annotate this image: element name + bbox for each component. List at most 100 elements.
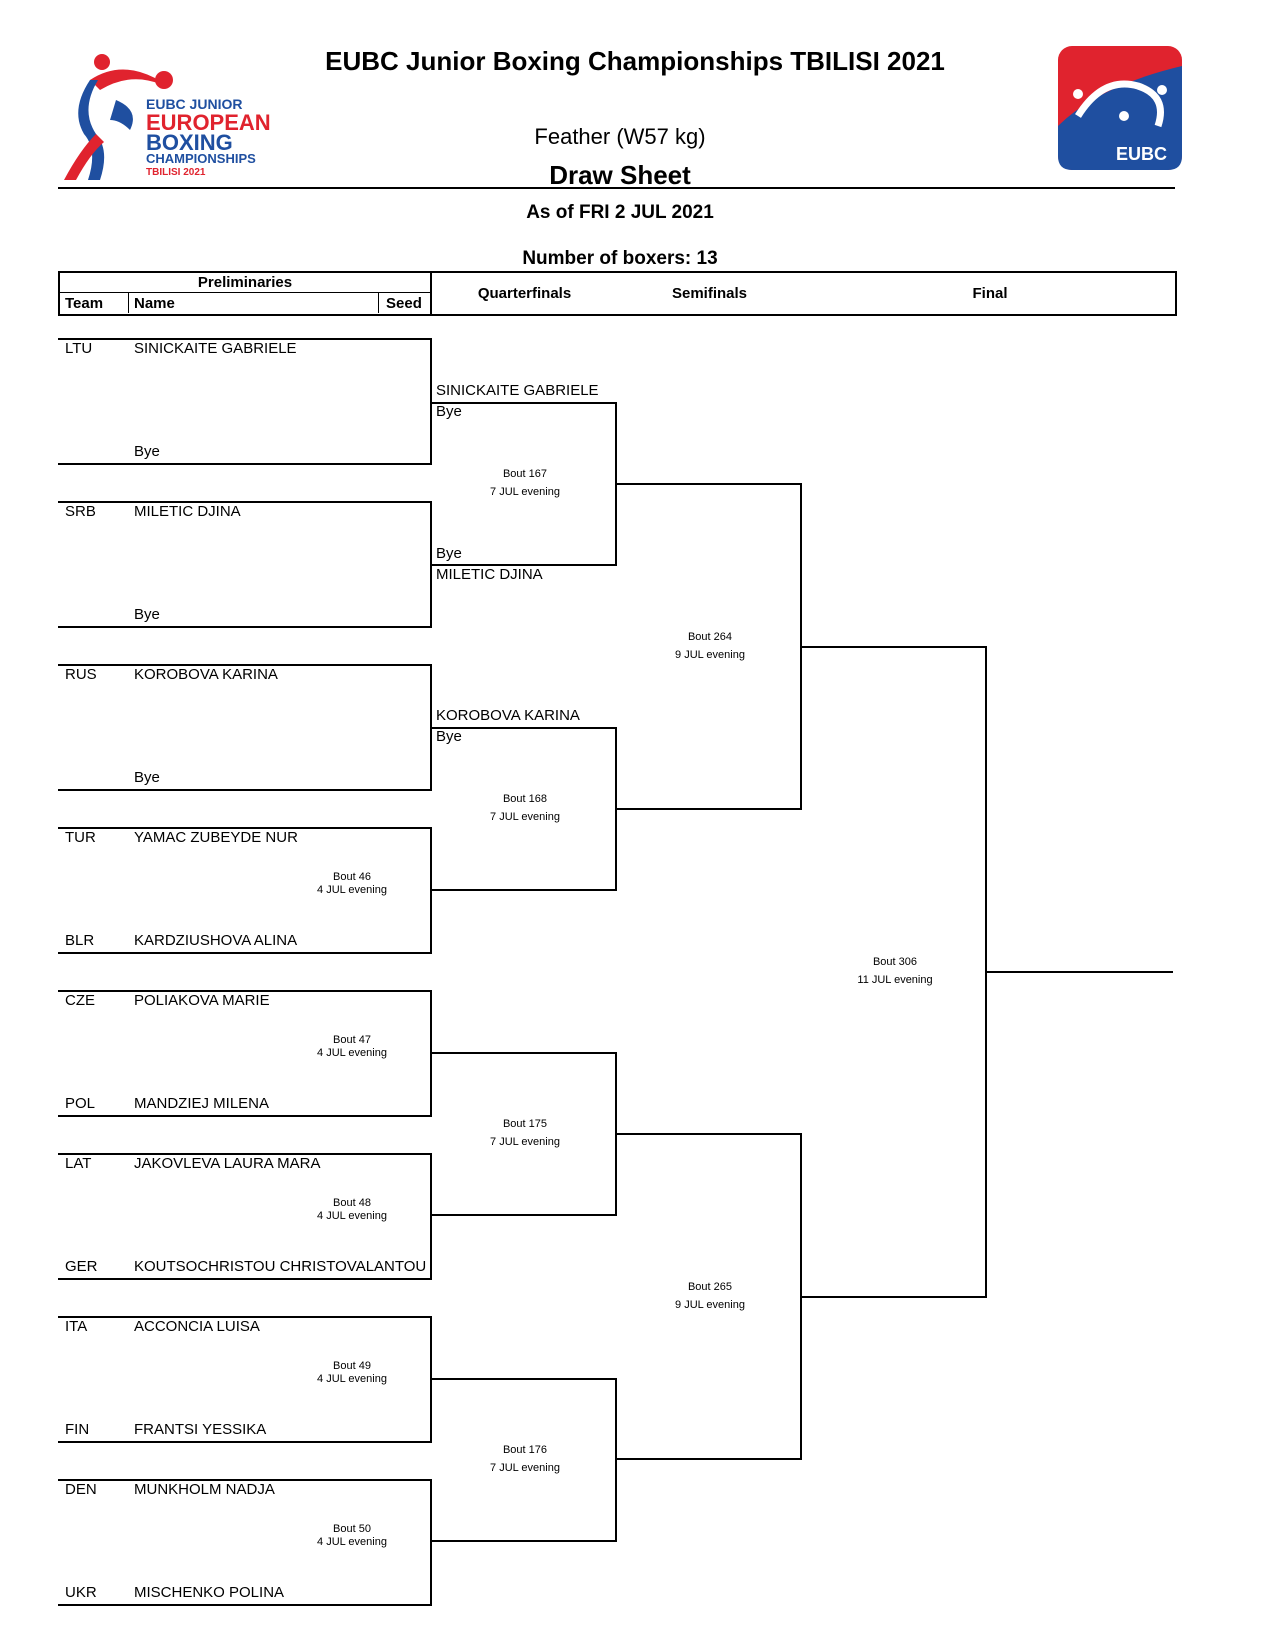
page-title: EUBC Junior Boxing Championships TBILISI… xyxy=(325,46,945,76)
bracket-line xyxy=(58,952,432,954)
qf-bottom-name: MILETIC DJINA xyxy=(436,566,543,583)
bracket-line xyxy=(58,463,432,465)
sf-bout-number: Bout 265 xyxy=(687,1280,733,1293)
prelim-top-team: DEN xyxy=(65,1481,97,1498)
prelim-bottom-team: GER xyxy=(65,1258,98,1275)
bracket-line xyxy=(430,338,432,465)
bracket-line xyxy=(615,1378,617,1542)
bracket-line xyxy=(800,646,987,648)
boxer-figure-icon xyxy=(64,54,173,180)
prelim-bout-date: 4 JUL evening xyxy=(317,1209,387,1222)
prelim-top-team: TUR xyxy=(65,829,96,846)
eubc-logo: EUBC xyxy=(1058,46,1182,170)
prelim-bottom-name: Bye xyxy=(134,443,160,460)
prelim-bottom-team: UKR xyxy=(65,1584,97,1601)
sf-bout-date: 9 JUL evening xyxy=(675,1298,745,1311)
qf-top-name: SINICKAITE GABRIELE xyxy=(436,382,599,399)
seed-header: Seed xyxy=(386,295,422,312)
prelim-top-name: KOROBOVA KARINA xyxy=(134,666,278,683)
bracket-line xyxy=(58,827,432,829)
qf-bout-number: Bout 168 xyxy=(502,793,548,805)
prelim-bout-number: Bout 48 xyxy=(333,1196,371,1209)
bracket-line xyxy=(430,1052,617,1054)
logo-line3: BOXING xyxy=(146,130,233,155)
prelim-bottom-name: KARDZIUSHOVA ALINA xyxy=(134,932,298,949)
prelim-top-team: LAT xyxy=(65,1155,92,1172)
prelim-bout-date: 4 JUL evening xyxy=(317,1535,387,1548)
semifinals-header: Semifinals xyxy=(671,285,748,302)
prelim-bottom-name: FRANTSI YESSIKA xyxy=(134,1421,267,1438)
bracket-line xyxy=(58,626,432,628)
bracket-line xyxy=(58,1441,432,1443)
bracket-line xyxy=(800,1296,987,1298)
bracket-line xyxy=(615,483,802,485)
prelim-top-name: MUNKHOLM NADJA xyxy=(134,1481,275,1498)
qf-bout-date: 7 JUL evening xyxy=(490,1462,560,1474)
bracket-line xyxy=(430,1214,617,1216)
prelim-top-name: JAKOVLEVA LAURA MARA xyxy=(134,1155,321,1172)
prelim-bout-date: 4 JUL evening xyxy=(317,1372,387,1385)
eubc-logo-text: EUBC xyxy=(1116,144,1168,164)
bracket-line xyxy=(430,889,617,891)
qf-top-sub: Bye xyxy=(436,403,462,420)
qf-bout-number: Bout 167 xyxy=(502,468,548,480)
bracket-line xyxy=(430,1540,617,1542)
prelim-top-team: RUS xyxy=(65,666,97,683)
header-divider xyxy=(58,187,1175,189)
prelim-bottom-name: MISCHENKO POLINA xyxy=(134,1584,285,1601)
prelim-bottom-team: FIN xyxy=(65,1421,90,1438)
bracket-line xyxy=(430,1378,617,1380)
bracket-line xyxy=(58,1316,432,1318)
bracket-line xyxy=(58,1604,432,1606)
bracket-line xyxy=(58,789,432,791)
boxer-count: Number of boxers: 13 xyxy=(522,248,718,269)
final-header: Final xyxy=(972,285,1008,302)
bracket-line xyxy=(430,402,617,404)
prelim-bout-date: 4 JUL evening xyxy=(317,1046,387,1059)
prelim-top-team: SRB xyxy=(65,503,96,520)
final-bout-date: 11 JUL evening xyxy=(857,974,933,986)
prelim-top-name: SINICKAITE GABRIELE xyxy=(134,340,297,357)
prelim-bottom-team: POL xyxy=(65,1095,96,1112)
prelim-bout-number: Bout 47 xyxy=(333,1033,371,1046)
logo-line5: TBILISI 2021 xyxy=(146,167,206,178)
column-header-box xyxy=(58,271,1177,316)
as-of-date: As of FRI 2 JUL 2021 xyxy=(526,202,714,223)
preliminaries-header: Preliminaries xyxy=(197,274,293,291)
sf-bout-number: Bout 264 xyxy=(687,630,733,643)
team-header: Team xyxy=(65,295,104,312)
prelim-bout-number: Bout 46 xyxy=(333,870,371,883)
prelim-bottom-name: MANDZIEJ MILENA xyxy=(134,1095,270,1112)
qf-bottom-sub: Bye xyxy=(436,545,462,562)
quarterfinals-header: Quarterfinals xyxy=(477,285,572,302)
bracket-line xyxy=(58,1479,432,1481)
prelim-bottom-name: Bye xyxy=(134,606,160,623)
sf-bout-date: 9 JUL evening xyxy=(675,648,745,661)
logo-line1: EUBC JUNIOR xyxy=(146,96,243,112)
qf-bout-number: Bout 176 xyxy=(502,1444,548,1456)
prelim-bout-number: Bout 49 xyxy=(333,1359,371,1372)
prelim-top-name: MILETIC DJINA xyxy=(134,503,241,520)
prelim-bottom-name: KOUTSOCHRISTOU CHRISTOVALANTOU xyxy=(134,1258,427,1275)
bracket-line xyxy=(615,1458,802,1460)
logo-line4: CHAMPIONSHIPS xyxy=(146,151,256,166)
prelim-bottom-name: Bye xyxy=(134,769,160,786)
eubc-emblem-icon xyxy=(1058,46,1182,170)
bracket-line xyxy=(58,990,432,992)
bracket-line xyxy=(58,1115,432,1117)
championship-logo: EUBC JUNIOR EUROPEAN BOXING CHAMPIONSHIP… xyxy=(60,50,290,190)
qf-top-sub: Bye xyxy=(436,728,462,745)
bracket-line xyxy=(985,971,1173,973)
prelim-top-name: YAMAC ZUBEYDE NUR xyxy=(134,829,298,846)
prelim-top-name: POLIAKOVA MARIE xyxy=(134,992,270,1009)
bracket-line xyxy=(58,664,432,666)
logo-line2: EUROPEAN xyxy=(146,110,271,135)
sheet-title: Draw Sheet xyxy=(549,160,691,190)
bracket-line xyxy=(430,564,617,566)
qf-bout-date: 7 JUL evening xyxy=(490,1136,560,1148)
prelim-bout-date: 4 JUL evening xyxy=(317,883,387,896)
prelim-top-name: ACCONCIA LUISA xyxy=(134,1318,260,1335)
prelim-top-team: ITA xyxy=(65,1318,88,1335)
prelim-top-team: CZE xyxy=(65,992,95,1009)
final-bout-number: Bout 306 xyxy=(872,956,918,968)
